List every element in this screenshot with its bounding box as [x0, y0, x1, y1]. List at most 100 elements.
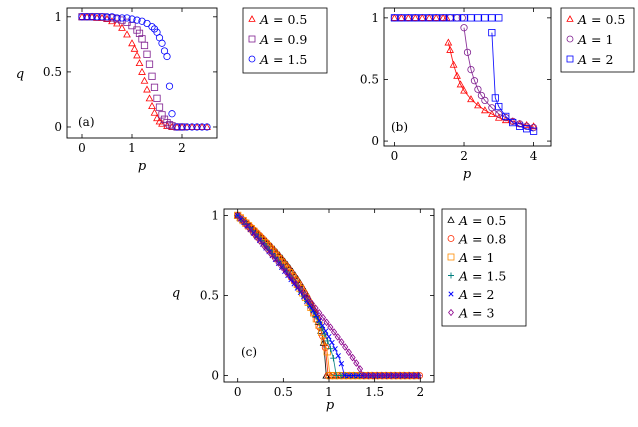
data-point — [342, 343, 349, 351]
data-point — [323, 318, 330, 327]
data-point — [148, 23, 156, 31]
data-point — [432, 14, 440, 22]
data-point — [312, 304, 319, 313]
data-point — [78, 13, 86, 21]
data-point — [128, 39, 136, 47]
data-point — [290, 276, 297, 285]
legend-label: A = 0.9 — [259, 32, 307, 47]
legend-label: A = 3 — [458, 306, 494, 321]
data-point — [98, 13, 106, 21]
data-point — [165, 121, 174, 129]
data-point — [193, 123, 201, 131]
legend-box — [242, 7, 328, 74]
data-point — [316, 309, 323, 317]
data-point — [308, 299, 315, 308]
legend-box — [441, 208, 527, 327]
data-point — [369, 371, 376, 380]
data-point — [411, 13, 420, 21]
data-point — [365, 371, 372, 380]
data-point — [411, 14, 419, 22]
legend-label: A = 1.5 — [259, 52, 307, 67]
data-point — [165, 82, 174, 90]
x-tick-label: 1 — [128, 141, 136, 155]
data-point — [140, 76, 149, 84]
y-tick-label: 0.5 — [360, 72, 379, 86]
data-point — [130, 44, 139, 52]
data-point — [310, 307, 316, 314]
data-point — [495, 102, 503, 111]
data-point — [301, 290, 308, 299]
data-point — [488, 29, 496, 37]
data-point — [488, 14, 496, 22]
data-point — [392, 371, 399, 380]
y-axis-label: q — [16, 67, 24, 82]
x-tick-label: 2 — [178, 141, 186, 155]
data-point — [474, 101, 482, 109]
data-point — [353, 359, 360, 367]
data-point — [425, 13, 434, 21]
data-point — [446, 45, 454, 53]
x-tick-label: 0 — [234, 385, 242, 399]
legend-label: A = 1 — [458, 250, 494, 265]
legend-label: A = 2 — [577, 52, 613, 67]
data-point — [249, 228, 256, 237]
series-a-3 — [234, 211, 422, 380]
data-point — [135, 29, 144, 37]
legend-marker — [447, 216, 455, 223]
data-point — [404, 13, 413, 21]
data-point — [322, 328, 329, 334]
data-point — [312, 313, 320, 320]
data-point — [143, 19, 151, 28]
legend-label: A = 0.5 — [259, 12, 307, 27]
x-tick-label: 0.5 — [274, 385, 293, 399]
data-point — [118, 14, 126, 22]
data-point — [297, 285, 304, 294]
legend-label: A = 0.5 — [458, 213, 506, 228]
series-a-0-5 — [390, 13, 538, 130]
data-point — [487, 109, 496, 117]
data-point — [530, 123, 538, 132]
data-point — [341, 372, 348, 379]
data-point — [418, 14, 426, 22]
data-point — [158, 111, 166, 119]
y-tick-label: 1 — [54, 10, 62, 24]
y-tick-label: 0.5 — [200, 289, 219, 303]
x-tick-label: 1 — [325, 385, 333, 399]
data-point — [502, 112, 510, 121]
x-axis-label: p — [138, 159, 147, 174]
data-point — [307, 303, 315, 311]
data-point — [495, 110, 503, 118]
x-tick-label: 0 — [391, 149, 399, 163]
data-point — [516, 122, 524, 130]
data-point — [158, 39, 166, 47]
data-point — [404, 14, 412, 22]
x-axis-label: p — [463, 167, 472, 182]
legend-marker — [448, 291, 454, 297]
data-point — [103, 13, 111, 21]
data-point — [481, 106, 489, 114]
data-point — [319, 322, 326, 329]
data-point — [530, 127, 538, 135]
data-point — [279, 263, 286, 272]
legend: A = 0.5A = 1A = 2 — [560, 7, 635, 73]
data-point — [123, 14, 131, 22]
data-point — [245, 224, 252, 233]
data-point — [267, 250, 275, 258]
plot-area — [233, 211, 423, 380]
data-point — [449, 60, 458, 68]
data-point — [356, 365, 364, 373]
data-point — [301, 293, 310, 302]
data-point — [390, 14, 399, 22]
data-point — [244, 222, 253, 230]
data-point — [460, 14, 468, 22]
data-point — [332, 346, 338, 352]
data-point — [326, 333, 332, 340]
x-tick-label: 0 — [78, 141, 86, 155]
y-tick-label: 0 — [211, 369, 219, 383]
data-point — [345, 348, 352, 357]
data-point — [138, 17, 146, 25]
x-tick-label: 2 — [416, 385, 424, 399]
data-point — [397, 371, 404, 380]
